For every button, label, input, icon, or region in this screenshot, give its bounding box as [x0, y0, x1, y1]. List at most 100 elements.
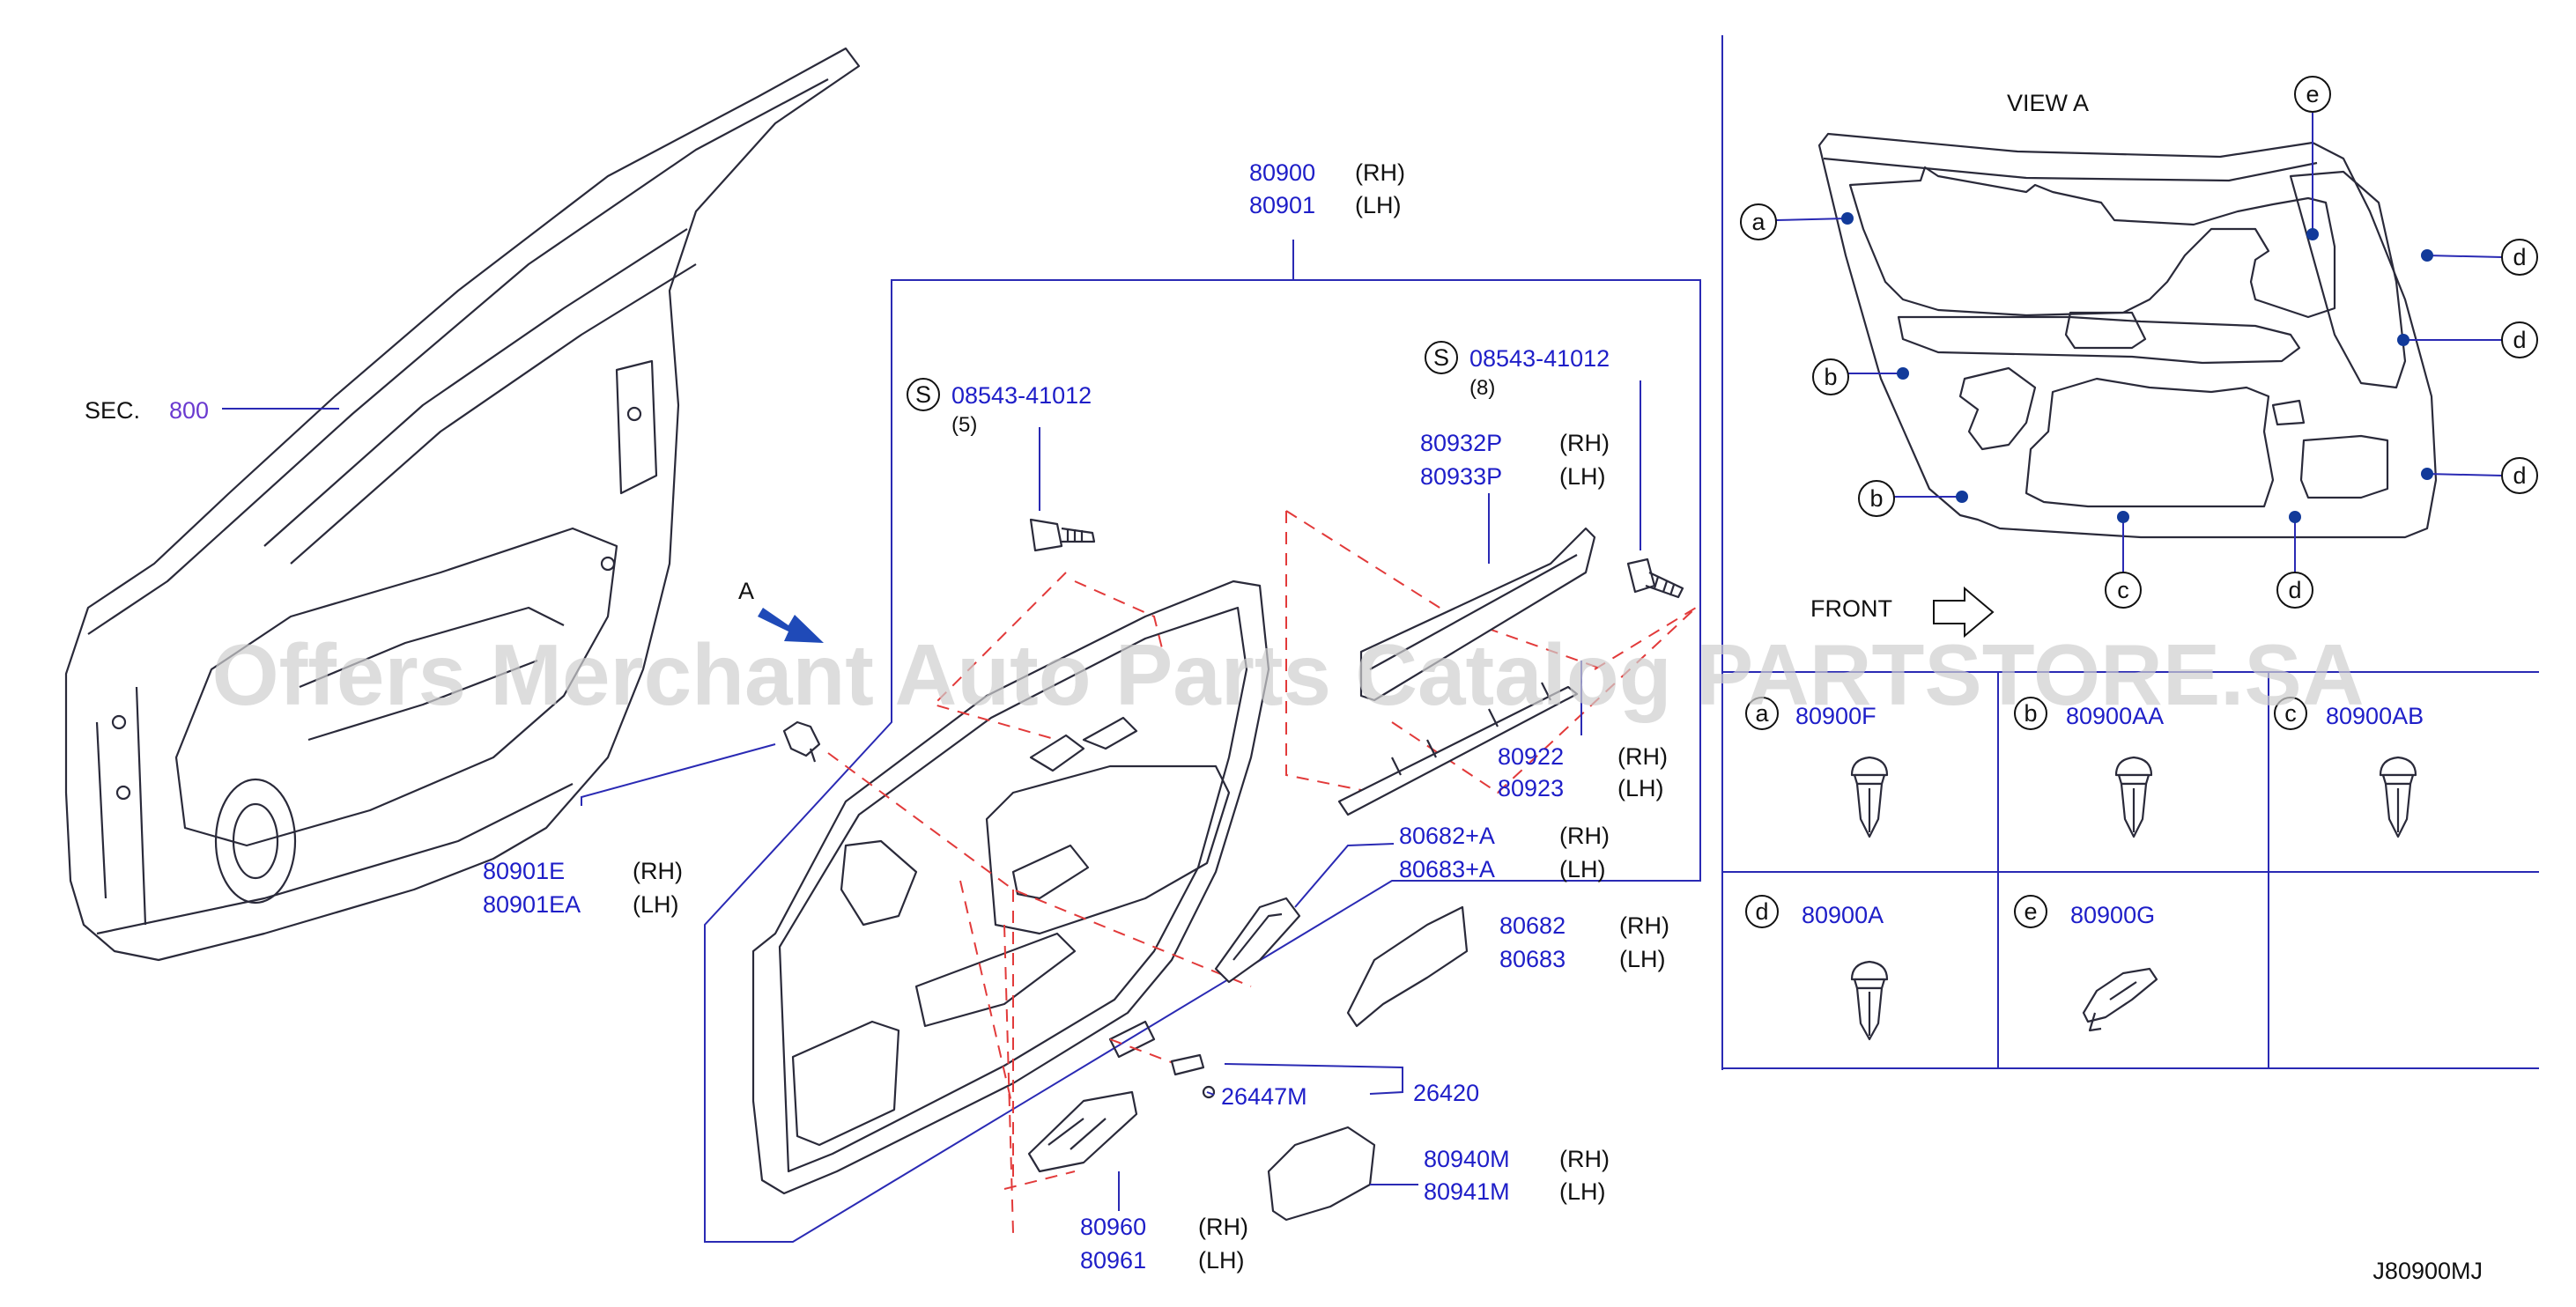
view-marker-b[interactable]: b — [1858, 480, 1895, 517]
side-indicator: (RH) — [1617, 743, 1668, 770]
clip-table-cell-b[interactable]: b 80900AA — [2014, 697, 2164, 838]
callout-80960[interactable]: 80960 (RH) 80961 (LH) — [1080, 1214, 1248, 1274]
view-marker-b[interactable]: b — [1812, 358, 1849, 395]
callout-80901e[interactable]: 80901E (RH) 80901EA (LH) — [483, 858, 683, 918]
view-marker-e[interactable]: e — [2294, 76, 2331, 113]
callout-26447m[interactable]: 26447M — [1221, 1083, 1307, 1110]
part-number[interactable]: 80682+A — [1399, 823, 1495, 849]
quantity: (8) — [1469, 376, 1495, 400]
svg-text:a: a — [1751, 209, 1765, 235]
callout-80900[interactable]: 80900 (RH) 80901 (LH) — [1249, 159, 1405, 218]
svg-text:d: d — [2513, 462, 2526, 489]
callout-screw-5[interactable]: S 08543-41012 (5) — [907, 378, 1092, 437]
screw-right-illustration — [1626, 558, 1684, 599]
section-number[interactable]: 800 — [169, 397, 209, 424]
side-indicator: (RH) — [633, 858, 683, 884]
screw-symbol: S — [1433, 344, 1449, 371]
view-direction-arrow-icon — [758, 608, 824, 643]
side-indicator: (LH) — [1559, 463, 1606, 490]
screw-symbol: S — [915, 381, 931, 408]
view-marker-c[interactable]: c — [2105, 572, 2142, 609]
part-number[interactable]: 26420 — [1413, 1080, 1479, 1106]
part-number[interactable]: 80901E — [483, 858, 565, 884]
quantity: (5) — [951, 413, 977, 437]
door-shell-illustration — [64, 47, 861, 962]
view-title: VIEW A — [2007, 90, 2089, 116]
view-marker-d[interactable]: d — [2276, 572, 2313, 609]
svg-text:d: d — [2513, 327, 2526, 353]
clip-part-number[interactable]: 80900AA — [2066, 703, 2164, 729]
push-clip-icon — [2114, 756, 2153, 838]
drawing-code: J80900MJ — [2372, 1258, 2483, 1284]
finisher-strip-illustration — [1359, 527, 1596, 702]
svg-text:d: d — [2513, 244, 2526, 270]
section-prefix: SEC. — [85, 397, 140, 424]
screw-left-illustration — [1029, 518, 1096, 552]
side-indicator: (RH) — [1559, 430, 1610, 456]
view-marker-a[interactable]: a — [1740, 203, 1777, 240]
clip-part-number[interactable]: 80900A — [1802, 902, 1884, 928]
part-number[interactable]: 80900 — [1249, 159, 1315, 186]
clip-part-number[interactable]: 80900G — [2070, 902, 2155, 928]
side-indicator: (RH) — [1559, 823, 1610, 849]
callout-80682a[interactable]: 80682+A (RH) 80683+A (LH) — [1399, 823, 1610, 882]
view-marker-d[interactable]: d — [2501, 457, 2538, 494]
svg-text:e: e — [2306, 81, 2319, 107]
front-label: FRONT — [1810, 595, 1892, 622]
callout-80940m[interactable]: 80940M (RH) 80941M (LH) — [1424, 1146, 1610, 1205]
svg-text:b: b — [1869, 485, 1883, 512]
clip-table-cell-e[interactable]: e 80900G — [2014, 895, 2158, 1032]
callout-screw-8[interactable]: S 08543-41012 (8) — [1425, 341, 1610, 400]
part-number[interactable]: 80933P — [1420, 463, 1502, 490]
clip-part-number[interactable]: 80900F — [1795, 703, 1876, 729]
part-number[interactable]: 80940M — [1424, 1146, 1510, 1172]
clip-letter: d — [1755, 898, 1768, 925]
side-indicator: (LH) — [1355, 192, 1402, 218]
side-indicator: (LH) — [1617, 775, 1664, 801]
part-number[interactable]: 80683 — [1499, 946, 1566, 972]
small-switch-illustration — [1170, 1053, 1205, 1076]
part-number[interactable]: 80901EA — [483, 891, 581, 918]
part-number[interactable]: 80960 — [1080, 1214, 1146, 1240]
side-indicator: (RH) — [1559, 1146, 1610, 1172]
side-indicator: (RH) — [1619, 912, 1669, 939]
svg-text:b: b — [1824, 364, 1837, 390]
callout-80922[interactable]: 80922 (RH) 80923 (LH) — [1498, 743, 1668, 801]
clip-table-cell-d[interactable]: d 80900A — [1745, 895, 1889, 1041]
front-arrow-icon — [1933, 586, 1995, 639]
part-number[interactable]: 26447M — [1221, 1083, 1307, 1110]
escutcheon-illustration — [1346, 905, 1469, 1028]
clip-letter: a — [1755, 700, 1769, 727]
screw-symbol-circle — [907, 378, 940, 411]
clip-table-cell-c[interactable]: c 80900AB — [2274, 697, 2424, 838]
part-number[interactable]: 80901 — [1249, 192, 1315, 218]
push-clip-icon — [1850, 756, 1889, 838]
part-number[interactable]: 80682 — [1499, 912, 1566, 939]
part-number[interactable]: 08543-41012 — [1469, 345, 1610, 372]
side-indicator: (LH) — [633, 891, 679, 918]
retainer-clip-icon — [2082, 967, 2158, 1032]
clip-letter: e — [2024, 898, 2037, 925]
clip-part-number[interactable]: 80900AB — [2326, 703, 2424, 729]
view-a-panel-outline — [1817, 132, 2438, 539]
callout-26420[interactable]: 26420 — [1413, 1080, 1479, 1106]
part-number[interactable]: 80932P — [1420, 430, 1502, 456]
watermark-text: Offers Merchant Auto Parts Catalog PARTS… — [211, 626, 2364, 723]
part-number[interactable]: 80923 — [1498, 775, 1564, 801]
clip-letter: b — [2024, 700, 2037, 727]
part-number[interactable]: 80961 — [1080, 1247, 1146, 1274]
part-number[interactable]: 80683+A — [1399, 856, 1495, 882]
side-indicator: (RH) — [1355, 159, 1405, 186]
pocket-cover-illustration — [1267, 1126, 1376, 1222]
svg-text:c: c — [2117, 577, 2129, 603]
view-marker-d[interactable]: d — [2501, 321, 2538, 358]
part-number[interactable]: 80922 — [1498, 743, 1564, 770]
callout-80682[interactable]: 80682 (RH) 80683 (LH) — [1499, 912, 1669, 972]
callout-80932p[interactable]: 80932P (RH) 80933P (LH) — [1420, 430, 1610, 490]
part-number[interactable]: 08543-41012 — [951, 382, 1092, 409]
clip-table-cell-a[interactable]: a 80900F — [1745, 697, 1889, 838]
part-number[interactable]: 80941M — [1424, 1178, 1510, 1205]
moulding-rail-illustration — [1337, 682, 1579, 816]
side-indicator: (LH) — [1559, 1178, 1606, 1205]
view-marker-d[interactable]: d — [2501, 239, 2538, 276]
